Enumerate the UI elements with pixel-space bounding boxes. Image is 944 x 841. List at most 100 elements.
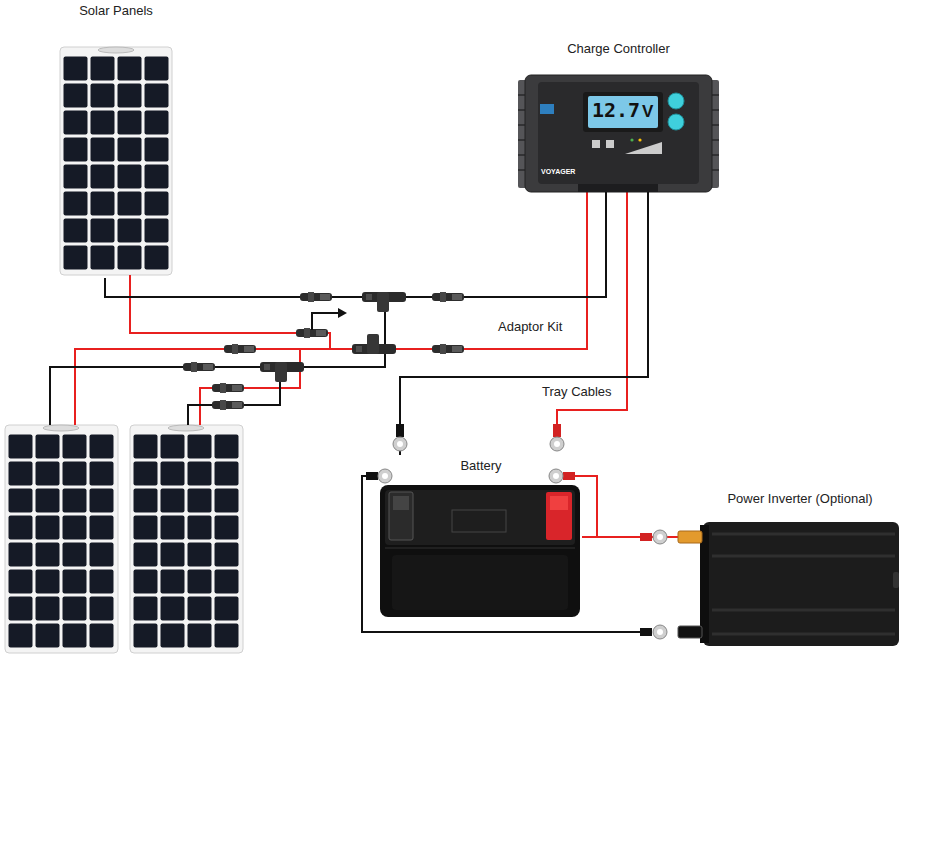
rib (712, 609, 895, 612)
battery-box: Battery (380, 455, 582, 615)
wires (50, 192, 645, 632)
node-heading: Charge Controller (520, 38, 717, 56)
panel-cells (132, 433, 240, 649)
negative-terminal (389, 492, 413, 540)
junction-box (98, 47, 134, 53)
rib (712, 555, 895, 558)
mc4-connector (432, 292, 464, 302)
inverter-body (703, 522, 899, 646)
charge-graph-icon (625, 142, 662, 154)
node-heading: Power Inverter (Optional) (700, 488, 900, 506)
terminal-sleeve (553, 424, 561, 437)
junction-box (43, 425, 79, 431)
panel-cells (62, 55, 170, 271)
inverter-box: Power Inverter (Optional) (700, 488, 900, 648)
panel-group: Solar Panels (55, 0, 177, 278)
display-bezel (583, 92, 663, 132)
control-button (668, 114, 684, 130)
panel-frame (5, 425, 118, 653)
rib (712, 533, 895, 536)
display-unit: V (642, 103, 653, 122)
display-reading: 12.7 (592, 99, 640, 121)
positive-terminal (546, 492, 572, 540)
terminal-sleeve (366, 472, 378, 480)
mc4-connector (212, 400, 244, 410)
panel-frame (130, 425, 243, 653)
terminal-block (578, 184, 658, 192)
wire-connector (105, 192, 606, 297)
terminal-sleeve (640, 533, 652, 541)
ring-terminal (378, 469, 392, 483)
battery-lid (385, 490, 575, 545)
ring-terminal (550, 437, 564, 451)
solar-panel (5, 425, 118, 653)
mc4-connector (224, 344, 256, 354)
ring-hole (657, 534, 663, 540)
inverter-switch (893, 572, 899, 588)
red-wire (200, 349, 300, 425)
mc4-connector (432, 344, 464, 354)
brand-logo (540, 104, 554, 114)
inverter-illustration (700, 522, 899, 646)
pointer-arrow (312, 313, 338, 330)
ring-hole (397, 441, 403, 447)
ring-hole (657, 629, 663, 635)
charge-controller-illustration (518, 75, 719, 192)
ring-terminals (366, 424, 702, 639)
battery-illustration (380, 485, 580, 617)
model-name: VOYAGER (541, 168, 575, 176)
solar-panel (130, 425, 243, 653)
inverter-negative-post (678, 626, 702, 638)
inverter-ribs (712, 534, 895, 634)
lid-line (385, 548, 575, 549)
battery-plate (452, 510, 506, 532)
ring-terminal (653, 530, 667, 544)
mc4-connector (300, 292, 332, 302)
red-wire (130, 275, 330, 349)
rib (712, 633, 895, 636)
wire-connector (400, 192, 648, 455)
status-led (630, 138, 633, 141)
battery-front (392, 555, 568, 610)
solar-panel (60, 47, 172, 275)
inverter-positive-post (678, 531, 702, 543)
terminal-post (393, 496, 409, 510)
part-label: Tray Cables (542, 385, 612, 399)
y-branch-connector (362, 292, 406, 312)
mc4-connector (183, 362, 215, 372)
panel-frame (60, 47, 172, 275)
node-heading: Solar Panels (55, 0, 177, 18)
ring-hole (382, 473, 388, 479)
y-branch-connector (352, 334, 396, 354)
node-heading: Battery (380, 455, 582, 473)
status-icon (592, 140, 600, 148)
terminal-post (550, 496, 568, 510)
ring-terminal (393, 437, 407, 451)
battery-body (380, 485, 580, 617)
part-label: Adaptor Kit (498, 320, 562, 334)
ring-terminal (653, 625, 667, 639)
controller-face (538, 82, 699, 184)
terminal-sleeve (640, 628, 652, 636)
y-branch-connector (260, 362, 304, 382)
black-wire (50, 297, 385, 425)
mc4-connector (212, 383, 244, 393)
black-wire (188, 367, 280, 425)
junction-box (168, 425, 204, 431)
adaptor-kit (183, 292, 464, 410)
lcd-display (588, 96, 658, 128)
panel-cells (7, 433, 115, 649)
status-led (638, 138, 641, 141)
control-button (668, 93, 684, 109)
ring-terminal (549, 469, 563, 483)
status-icon (606, 140, 614, 148)
ring-hole (554, 441, 560, 447)
terminal-sleeve (396, 424, 404, 437)
red-wire (75, 192, 587, 425)
pointer-arrow-head (338, 308, 347, 318)
